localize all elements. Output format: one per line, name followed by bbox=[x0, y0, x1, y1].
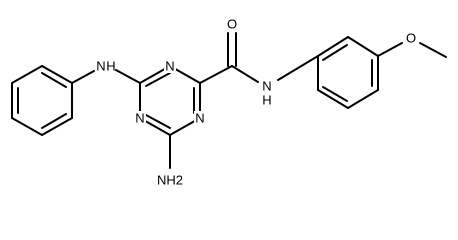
bond bbox=[71, 70, 95, 84]
structure-canvas: N H N N N O N H O NH2 bbox=[11, 17, 447, 188]
double-bond-inner bbox=[145, 72, 171, 87]
triazine-right-n-mask bbox=[194, 111, 206, 125]
carbonyl-oxygen-label: O bbox=[227, 17, 237, 32]
ether-oxygen-label: O bbox=[406, 31, 416, 46]
bond bbox=[347, 36, 379, 57]
bond bbox=[317, 36, 349, 57]
amino-group-label: NH2 bbox=[157, 173, 183, 188]
double-bond-inner bbox=[41, 113, 67, 129]
right-aryl-ring bbox=[317, 36, 379, 109]
bond bbox=[41, 65, 73, 84]
bond bbox=[231, 65, 259, 83]
triazine-bottom-left-n-mask bbox=[134, 111, 146, 125]
bond bbox=[277, 55, 319, 81]
triazine-ring bbox=[139, 65, 201, 136]
bond bbox=[347, 89, 379, 109]
bond bbox=[11, 65, 43, 84]
atom-labels: N H N N N O N H O NH2 bbox=[96, 17, 416, 188]
anilino-nitrogen-label: N bbox=[96, 59, 105, 74]
molecule-diagram: N H N N N O N H O NH2 bbox=[11, 17, 447, 188]
bond bbox=[419, 42, 447, 58]
triazine-top-n-mask bbox=[164, 59, 176, 73]
bond bbox=[115, 69, 141, 84]
triazine-right-nitrogen-label: N bbox=[195, 111, 204, 126]
bond bbox=[41, 117, 73, 136]
amide-nitrogen-label: N bbox=[262, 79, 271, 94]
double-bond-inner bbox=[145, 114, 171, 129]
anilino-hydrogen-label: H bbox=[106, 59, 115, 74]
bond bbox=[377, 42, 403, 57]
amide-hydrogen-label: H bbox=[262, 93, 271, 108]
triazine-top-nitrogen-label: N bbox=[165, 59, 174, 74]
bond bbox=[317, 89, 349, 109]
double-bond-inner bbox=[322, 44, 348, 61]
bond bbox=[199, 65, 233, 84]
bond bbox=[11, 117, 43, 136]
double-bond-inner bbox=[322, 86, 348, 102]
triazine-bottom-left-nitrogen-label: N bbox=[135, 111, 144, 126]
left-phenyl-ring bbox=[11, 65, 73, 136]
double-bond-inner bbox=[41, 72, 67, 88]
